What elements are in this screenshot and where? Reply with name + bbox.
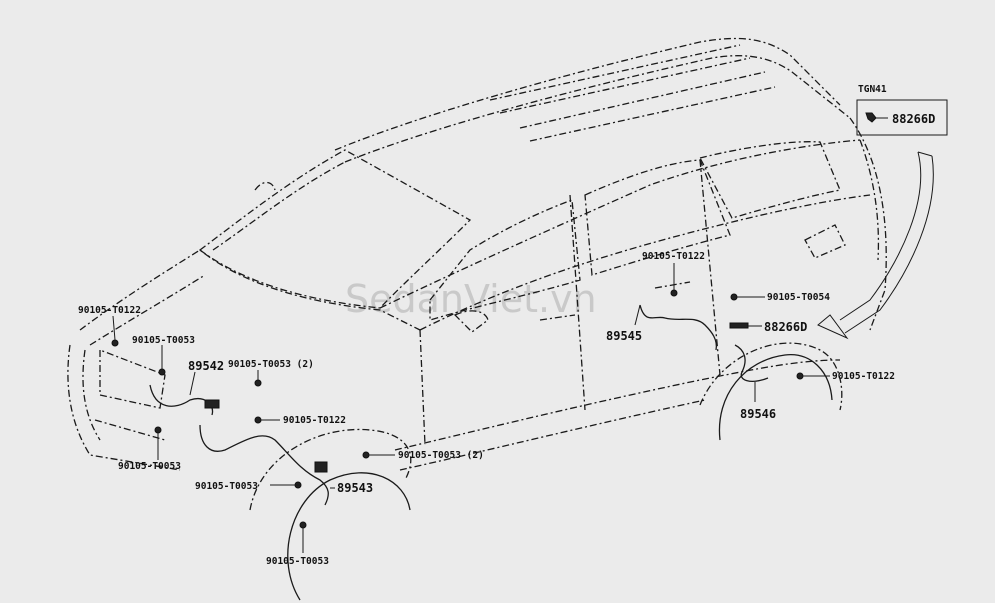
front-bumper [67,344,181,471]
callout-90105-T0054: 90105-T0054 [767,292,830,303]
rear-hatch [849,117,887,331]
callout-arrow [839,151,922,321]
callout-90105-T0122-b: 90105-T0122 [283,415,346,426]
sensor-89543-wire [199,424,329,506]
front-wheel-arch [249,428,412,511]
sensor-wiring [111,289,804,529]
side-mirror [453,310,489,333]
callout-89543: 89543 [337,481,373,495]
sensor-89546-wire [734,344,769,382]
roof-rail [489,44,741,101]
vehicle-outline [67,37,887,601]
callout-arrow-head [817,314,849,340]
inset-model-label: TGN41 [858,84,887,95]
callout-88266D: 88266D [764,320,807,334]
callout-89546: 89546 [740,407,776,421]
callouts: 90105-T0122 90105-T0053 89542 90105-T005… [78,251,895,567]
clip-icon [865,112,877,123]
callout-89542: 89542 [188,359,224,373]
roof-line [334,37,841,151]
callout-89545: 89545 [606,329,642,343]
callout-90105-T0122-a: 90105-T0122 [78,305,141,316]
callout-90105-T0053-a: 90105-T0053 [132,335,195,346]
callout-90105-T0053-b: 90105-T0053 [118,461,181,472]
callout-90105-T0053-2-a: 90105-T0053 (2) [228,359,314,370]
front-tire [287,472,411,601]
callout-90105-T0122-d: 90105-T0122 [832,371,895,382]
clip-88266D [729,322,749,329]
door-handle [539,314,576,321]
watermark: SedanViet.vn [345,277,597,321]
callout-90105-T0053-2-b: 90105-T0053 (2) [398,450,484,461]
rear-wheel-arch [699,342,843,411]
hood [79,249,421,331]
bolt [111,339,119,347]
front-door-window [429,199,581,321]
rear-tire [718,354,833,441]
rear-door-window [584,159,731,276]
inset-box: TGN41 88266D [817,84,948,340]
leader-lines [112,263,830,553]
grille [99,349,166,409]
callout-90105-T0053-d: 90105-T0053 [266,556,329,567]
antenna [254,181,276,191]
windshield [198,149,472,309]
callout-90105-T0053-c: 90105-T0053 [195,481,258,492]
rocker [394,359,841,451]
quarter-glass [699,141,841,219]
inset-frame [856,99,948,136]
sensor-89545-wire [639,304,718,351]
fuel-door [804,224,846,259]
callout-90105-T0122-c: 90105-T0122 [642,251,705,262]
belt-line [379,139,861,309]
b-pillar [569,194,586,411]
sensor-89542-wire [149,384,214,416]
inset-part-label: 88266D [892,112,935,126]
